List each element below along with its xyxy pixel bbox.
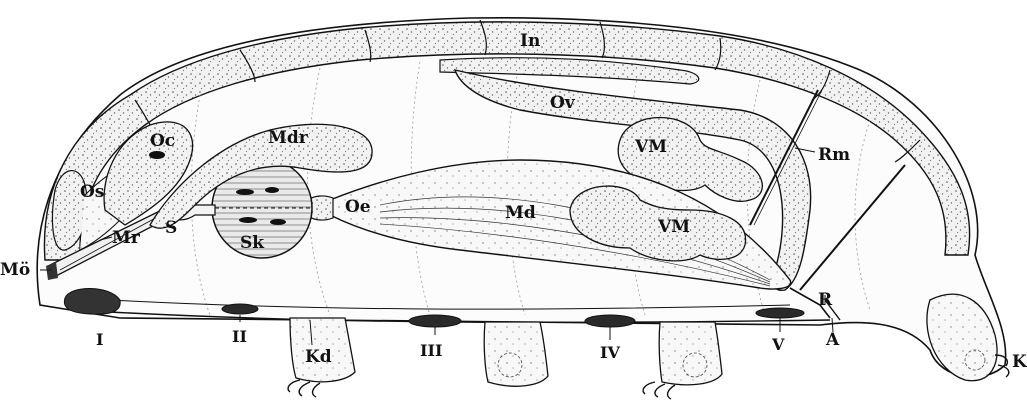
label-kd: Kd (305, 347, 332, 367)
ganglion-II (222, 304, 258, 314)
label-oc: Oc (150, 131, 175, 151)
label-k: K (1012, 352, 1027, 372)
label-mdr: Mdr (268, 128, 309, 148)
label-roman-i: I (96, 330, 103, 349)
label-roman-v: V (771, 335, 785, 354)
ganglion-III (409, 315, 461, 327)
label-ov: Ov (550, 93, 576, 113)
leg-3 (484, 322, 548, 386)
label-a: A (825, 330, 840, 350)
ganglion-V (756, 308, 804, 318)
label-vm-upper: VM (634, 137, 667, 157)
leg-4 (659, 322, 722, 385)
eye-spot (149, 151, 165, 159)
label-os: Os (80, 182, 104, 202)
label-roman-ii: II (232, 327, 247, 346)
label-mo: Mö (0, 260, 30, 280)
label-oe: Oe (345, 197, 371, 217)
label-sk: Sk (240, 233, 265, 253)
leg-claws (288, 355, 1009, 399)
label-roman-iv: IV (600, 343, 620, 362)
leg-sense-circles (498, 350, 985, 377)
label-vm-lower: VM (657, 217, 690, 237)
ganglion-IV (585, 315, 635, 327)
label-mr: Mr (112, 228, 141, 248)
label-s: S (165, 218, 177, 238)
label-md: Md (505, 203, 536, 223)
label-r: R (818, 290, 833, 310)
label-rm: Rm (818, 145, 850, 165)
label-in: In (520, 31, 540, 51)
label-roman-iii: III (420, 341, 442, 360)
